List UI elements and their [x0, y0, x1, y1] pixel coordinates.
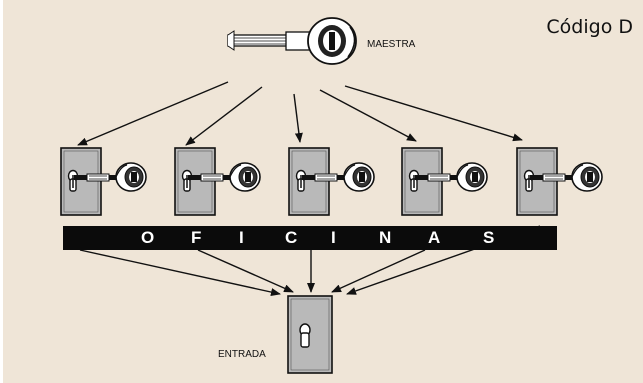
offices-letter: I — [239, 228, 244, 247]
master-key-icon — [227, 17, 357, 65]
offices-letter: S — [483, 228, 495, 247]
arrow-master-office-2 — [185, 86, 263, 146]
arrow-office-2-entrance — [197, 249, 294, 293]
arrow-office-4-entrance — [331, 249, 426, 293]
offices-letter: A — [428, 228, 441, 247]
office-lock-icon-1 — [60, 147, 147, 216]
arrow-master-office-1 — [77, 81, 229, 146]
arrow-master-office-3 — [293, 93, 303, 143]
offices-letter: O — [141, 228, 155, 247]
entrance-label: ENTRADA — [218, 349, 266, 360]
office-lock-icon-2 — [174, 147, 261, 216]
offices-letter: I — [331, 228, 336, 247]
arrow-master-office-4 — [319, 89, 417, 142]
master-arrows — [77, 81, 523, 146]
arrow-office-1-entrance — [79, 249, 281, 296]
offices-letter: F — [191, 228, 202, 247]
office-lock-icon-3 — [288, 147, 375, 216]
master-key-label: MAESTRA — [367, 39, 416, 50]
offices-letter: N — [379, 228, 392, 247]
office-lock-icon-4 — [401, 147, 488, 216]
code-title: Código D — [546, 16, 633, 38]
offices-letter: C — [285, 228, 298, 247]
office-lock-icon-5 — [516, 147, 603, 216]
entrance-lock-icon — [287, 295, 333, 374]
arrow-master-office-5 — [344, 85, 523, 142]
